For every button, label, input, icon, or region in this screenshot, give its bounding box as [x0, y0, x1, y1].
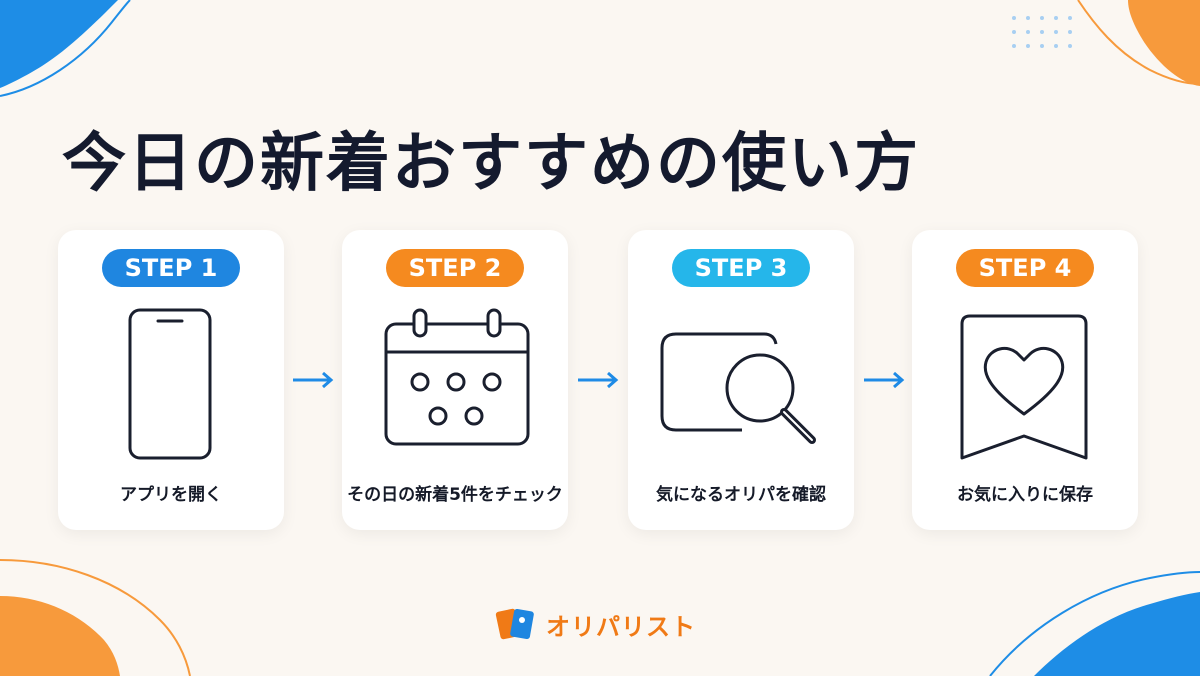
smartphone-icon — [128, 308, 212, 460]
logo-text: オリパリスト — [546, 612, 696, 641]
arrow-right-icon — [864, 371, 905, 389]
step-card-2: STEP 2 その日の新着5件をチェック — [342, 230, 568, 530]
step-badge: STEP 3 — [672, 249, 810, 287]
cards-logo-icon — [495, 608, 534, 640]
step-label: アプリを開く — [120, 485, 222, 505]
step-badge: STEP 1 — [102, 249, 240, 287]
step-card-1: STEP 1 アプリを開く — [58, 230, 284, 530]
step-card-3: STEP 3 気になるオリパを確認 — [628, 230, 854, 530]
step-label: その日の新着5件をチェック — [347, 485, 563, 505]
step-card-4: STEP 4 お気に入りに保存 — [912, 230, 1138, 530]
step-label: 気になるオリパを確認 — [656, 485, 826, 505]
magnifier-icon — [660, 332, 816, 444]
step-label: お気に入りに保存 — [957, 485, 1093, 505]
step-badge: STEP 2 — [386, 249, 524, 287]
arrow-right-icon — [293, 371, 334, 389]
heart-bookmark-icon — [960, 314, 1088, 460]
step-badge: STEP 4 — [956, 249, 1094, 287]
calendar-icon — [384, 308, 530, 446]
arrow-right-icon — [578, 371, 619, 389]
brand-logo[interactable]: オリパリスト — [494, 604, 696, 644]
page-title: 今日の新着おすすめの使い方 — [62, 127, 920, 201]
